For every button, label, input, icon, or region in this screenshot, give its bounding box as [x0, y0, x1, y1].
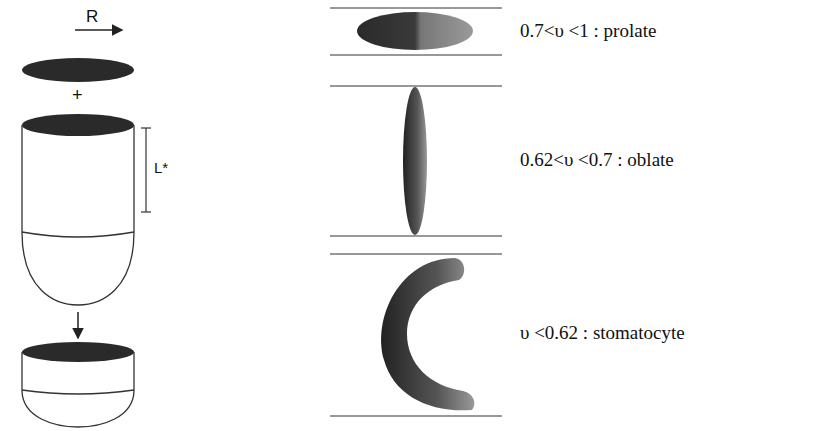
stomatocyte-shape — [381, 258, 474, 410]
cup — [22, 125, 134, 305]
length-dimension — [141, 128, 151, 212]
radius-arrow — [75, 29, 122, 31]
length-label: L* — [154, 160, 168, 177]
plates — [330, 8, 502, 416]
prolate-shape — [357, 12, 473, 50]
oblate-shape — [403, 87, 427, 235]
disk — [22, 58, 134, 82]
radius-label: R — [86, 8, 98, 27]
cup-rim — [22, 114, 134, 136]
plus-sign: + — [72, 86, 83, 106]
regime-label: υ <0.62 : stomatocyte — [520, 323, 685, 344]
closed-cup — [22, 352, 134, 427]
down-arrow — [77, 312, 79, 338]
closed-cup-lid — [22, 342, 134, 362]
regime-label: 0.62<υ <0.7 : oblate — [520, 150, 674, 171]
regime-label: 0.7<υ <1 : prolate — [520, 21, 656, 42]
